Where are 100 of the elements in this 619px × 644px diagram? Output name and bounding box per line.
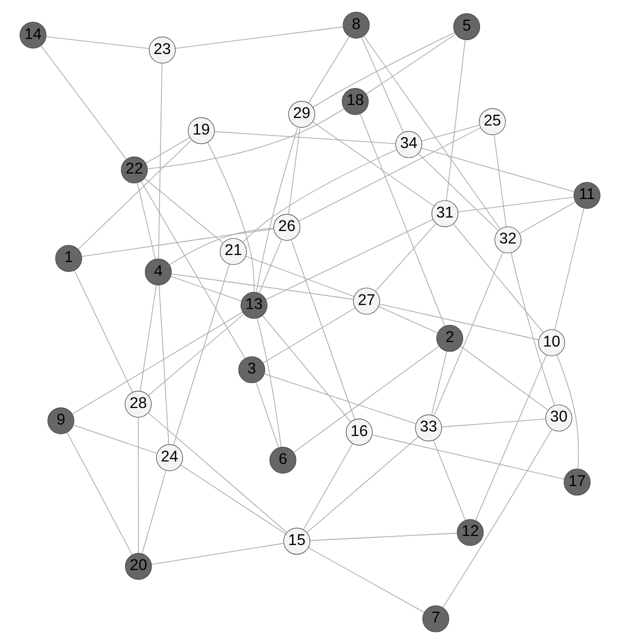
- connector: [420, 124, 480, 142]
- connector: [446, 39, 466, 201]
- connector: [265, 219, 433, 300]
- connector: [158, 285, 169, 445]
- connector: [78, 140, 192, 250]
- node-circle: 18: [341, 88, 368, 115]
- connector: [430, 350, 447, 416]
- connector: [360, 37, 404, 133]
- connector: [170, 276, 242, 302]
- connector: [72, 424, 157, 454]
- node-circle: 7: [422, 605, 449, 632]
- connector: [365, 34, 456, 94]
- connector: [263, 374, 416, 424]
- node-circle: 11: [573, 182, 600, 209]
- connector: [255, 126, 298, 293]
- connector: [262, 308, 356, 364]
- node-circle: 15: [282, 528, 310, 555]
- connector: [150, 542, 284, 565]
- connector: [180, 464, 286, 534]
- connector: [432, 252, 503, 416]
- connector: [206, 142, 254, 292]
- connector: [442, 429, 552, 608]
- node-circle: 28: [124, 390, 152, 418]
- node-circle: 5: [452, 13, 480, 40]
- connector: [140, 181, 245, 359]
- connector: [147, 314, 244, 396]
- node-circle: 32: [494, 226, 521, 254]
- node-circle: 16: [345, 418, 372, 446]
- connector: [418, 153, 498, 232]
- connector: [245, 256, 354, 297]
- connector: [378, 306, 438, 334]
- connector: [312, 32, 454, 108]
- node-circle: 24: [156, 444, 182, 472]
- connector: [452, 224, 544, 333]
- node-circle: 25: [478, 108, 506, 136]
- connector: [214, 131, 396, 144]
- connector: [144, 178, 223, 244]
- node-circle: 33: [414, 414, 442, 442]
- connector: [148, 412, 286, 533]
- connector: [258, 239, 282, 294]
- connector: [71, 312, 242, 414]
- connector: [378, 304, 539, 340]
- connector: [457, 196, 574, 212]
- connector: [262, 315, 350, 422]
- node-circle: 30: [544, 404, 572, 432]
- node-circle: 29: [288, 100, 315, 128]
- node-circle: 13: [240, 292, 267, 319]
- connector: [145, 136, 190, 164]
- connector: [359, 113, 445, 326]
- node-circle: 9: [46, 407, 74, 434]
- connector: [174, 26, 344, 49]
- connector: [288, 127, 300, 215]
- node-circle: 21: [219, 238, 246, 265]
- connector: [172, 264, 230, 446]
- node-circle: 19: [187, 117, 214, 144]
- node-circle: 14: [19, 22, 46, 49]
- node-circle: 22: [120, 156, 148, 184]
- connector: [510, 252, 554, 406]
- connector: [556, 354, 578, 470]
- connector: [255, 382, 278, 448]
- node-circle: 27: [352, 288, 380, 315]
- node-circle: 3: [238, 356, 265, 384]
- connector: [518, 202, 576, 234]
- connector: [308, 547, 424, 613]
- connector: [493, 134, 506, 228]
- connector: [137, 417, 138, 554]
- connector: [374, 223, 436, 292]
- connector: [308, 36, 350, 104]
- node-circle: 34: [394, 131, 422, 158]
- connector: [40, 45, 126, 160]
- connector: [292, 346, 439, 453]
- connector: [306, 436, 418, 533]
- connector: [45, 36, 149, 49]
- connector: [460, 346, 548, 410]
- connector: [302, 443, 352, 530]
- connector: [66, 432, 132, 556]
- node-circle: 12: [456, 519, 484, 546]
- node-circle: 10: [538, 329, 565, 356]
- connector: [420, 148, 574, 192]
- node-circle: 20: [124, 553, 152, 580]
- connector: [170, 273, 354, 300]
- connector: [298, 127, 480, 222]
- connector: [371, 434, 564, 480]
- connector: [312, 122, 434, 207]
- connector: [136, 182, 156, 260]
- connector: [256, 318, 282, 448]
- connector: [309, 532, 457, 541]
- node-circle: 17: [563, 468, 590, 496]
- node-circle: 1: [54, 245, 82, 272]
- node-circle: 8: [342, 12, 370, 39]
- node-circle: 23: [148, 36, 176, 64]
- connector: [432, 440, 466, 521]
- connector: [139, 284, 156, 392]
- node-circle: 4: [144, 258, 172, 286]
- connector: [474, 354, 546, 521]
- connector: [146, 108, 344, 170]
- connector: [80, 228, 274, 257]
- connector: [554, 208, 584, 330]
- connector: [290, 240, 355, 420]
- node-circle: 31: [430, 200, 458, 228]
